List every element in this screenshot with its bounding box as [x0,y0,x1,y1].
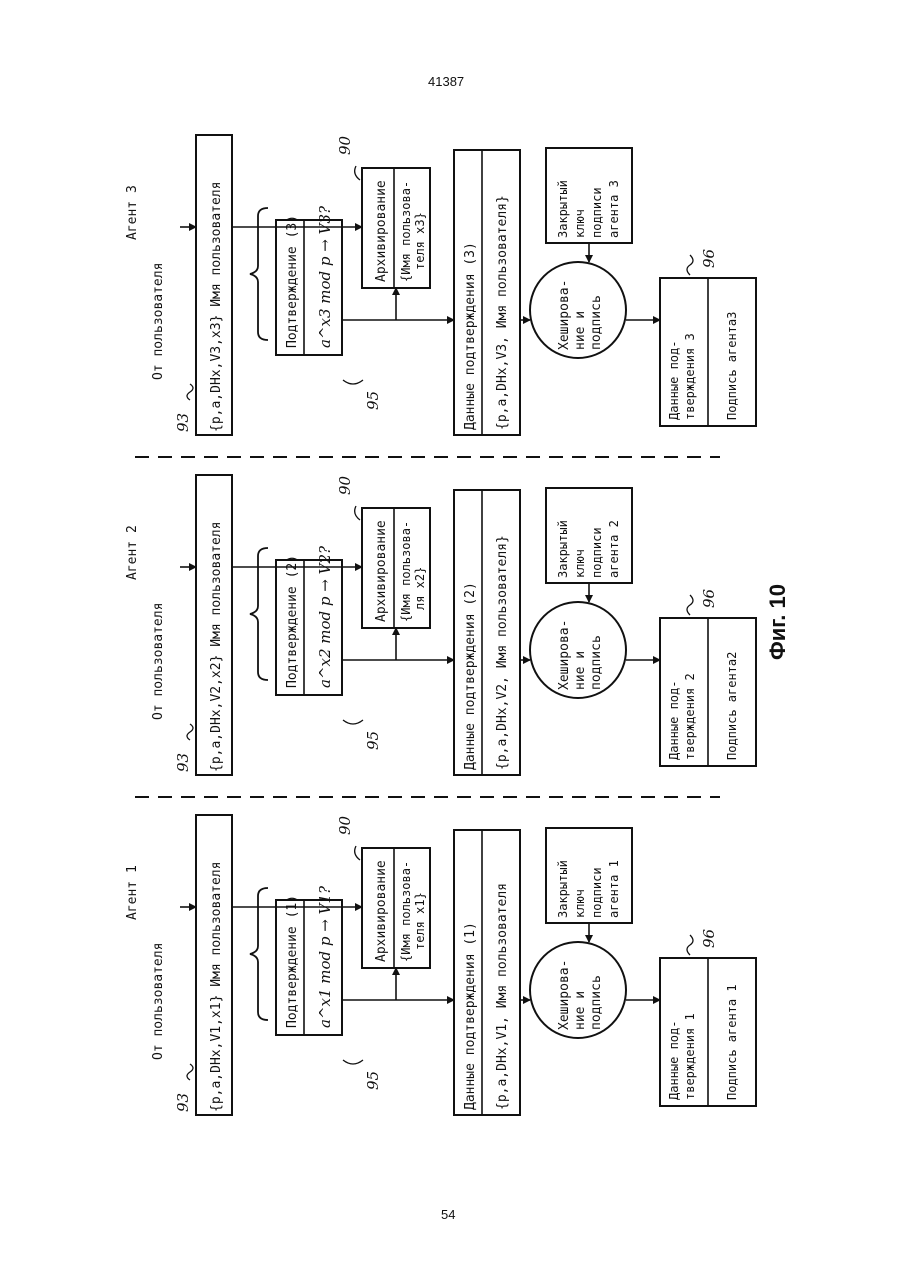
ref-96: 96 [700,588,718,608]
data-content: {p,a,DHx,V3, Имя пользователя} [495,195,510,430]
key-line-4: агента 1 [607,860,621,918]
hash-line-1: Хеширова- [557,960,572,1030]
agent-title: Агент 3 [125,185,140,240]
ref-95: 95 [364,731,382,750]
archive-content-2: теля x1} [413,892,427,950]
output-signature: Подпись агента2 [725,652,739,760]
archive-title: Архивирование [374,180,389,282]
key-line-3: подписи [590,867,604,918]
key-line-3: подписи [590,527,604,578]
data-title: Данные подтверждения (1) [463,922,478,1110]
archive-content-1: {Имя пользова- [399,521,413,622]
output-line-2: тверждения 2 [683,673,697,760]
hash-line-1: Хеширова- [557,280,572,350]
key-line-3: подписи [590,187,604,238]
hash-line-2: ние и [573,311,588,350]
ref-93: 93 [174,753,192,772]
output-line-1: Данные под- [667,341,681,420]
from-user-label: От пользователя [151,603,166,720]
data-content: {p,a,DHx,V2, Имя пользователя} [495,535,510,770]
data-content: {p,a,DHx,V1, Имя пользователя [495,883,510,1110]
output-signature: Подпись агента3 [725,312,739,420]
ref-96: 96 [700,248,718,268]
key-line-4: агента 2 [607,520,621,578]
key-line-2: ключ [573,549,587,578]
input-set-text: {p,a,DHx,V1,x1} Имя пользователя [209,862,224,1112]
input-set-text: {p,a,DHx,V2,x2} Имя пользователя [209,522,224,772]
archive-title: Архивирование [374,860,389,962]
figure-label: Фиг. 10 [765,584,790,660]
ref-95: 95 [364,1071,382,1090]
key-line-2: ключ [573,209,587,238]
ref-93: 93 [174,413,192,432]
hash-line-1: Хеширова- [557,620,572,690]
key-line-1: Закрытый [556,860,570,918]
archive-content-2: теля x3} [413,212,427,270]
ref-90: 90 [336,475,354,495]
hash-line-3: подпись [589,635,604,690]
agent-panel-1: Агент 1 От пользователя {p,a,DHx,V1,x1} … [125,815,756,1115]
key-line-4: агента 3 [607,180,621,238]
output-line-2: тверждения 3 [683,333,697,420]
data-title: Данные подтверждения (3) [463,242,478,430]
hash-line-2: ние и [573,651,588,690]
agent-title: Агент 1 [125,865,140,920]
archive-title: Архивирование [374,520,389,622]
from-user-label: От пользователя [151,263,166,380]
output-line-2: тверждения 1 [683,1013,697,1100]
from-user-label: От пользователя [151,943,166,1060]
ref-95: 95 [364,391,382,410]
data-title: Данные подтверждения (2) [463,582,478,770]
archive-content-1: {Имя пользова- [399,861,413,962]
agent-panel-2: Агент 2 От пользователя {p,a,DHx,V2,x2} … [125,475,756,775]
key-line-1: Закрытый [556,180,570,238]
hash-line-3: подпись [589,295,604,350]
hash-line-2: ние и [573,991,588,1030]
output-signature: Подпись агента 1 [725,984,739,1100]
page-number-bottom: 54 [441,1207,455,1222]
output-line-1: Данные под- [667,681,681,760]
confirm-title: Подтверждение (1) [285,895,300,1028]
agent-panel-3: Агент 3 От пользователя {p,a,DHx,V3,x3} … [125,135,756,435]
hash-line-3: подпись [589,975,604,1030]
archive-content-1: {Имя пользова- [399,181,413,282]
output-line-1: Данные под- [667,1021,681,1100]
confirm-title: Подтверждение (2) [285,555,300,688]
ref-90: 90 [336,815,354,835]
agent-title: Агент 2 [125,525,140,580]
input-set-text: {p,a,DHx,V3,x3} Имя пользователя [209,182,224,432]
confirm-title: Подтверждение (3) [285,215,300,348]
ref-93: 93 [174,1093,192,1112]
key-line-2: ключ [573,889,587,918]
key-line-1: Закрытый [556,520,570,578]
ref-90: 90 [336,135,354,155]
archive-content-2: ля x2} [413,567,427,610]
ref-96: 96 [700,928,718,948]
